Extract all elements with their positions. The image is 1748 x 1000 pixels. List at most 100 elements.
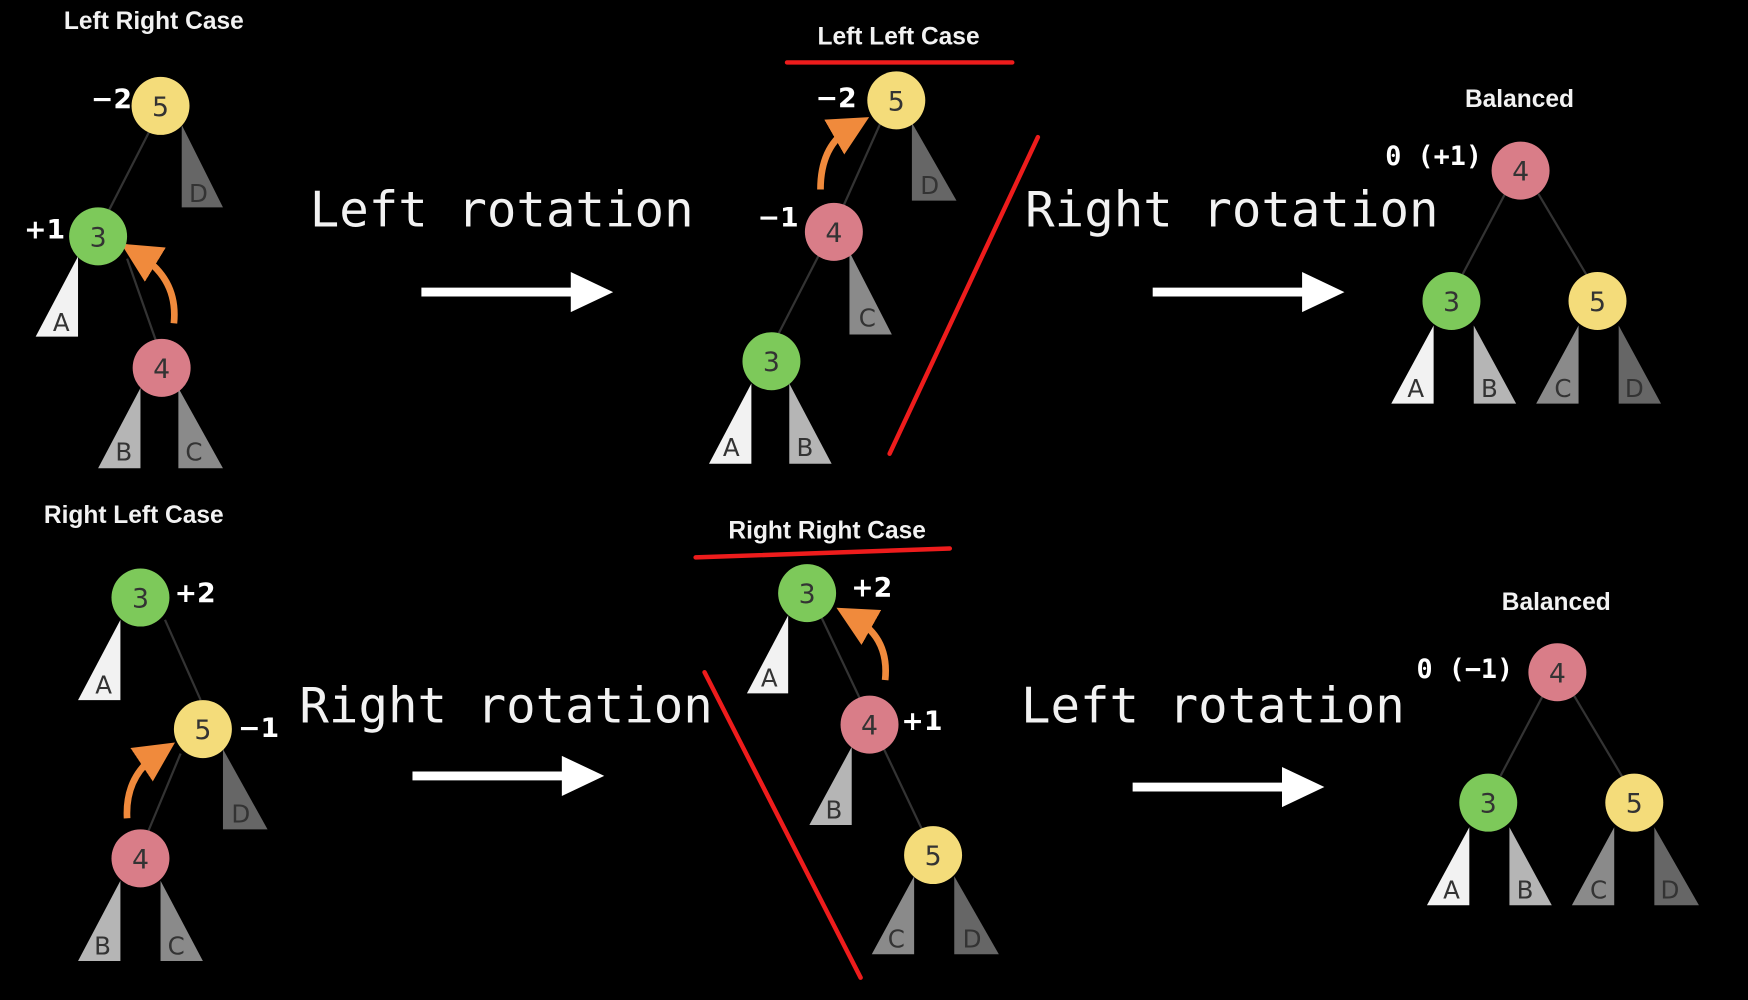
node-4: [1528, 643, 1587, 702]
node-3-label: 3: [132, 584, 149, 615]
node-3-label: 3: [763, 347, 780, 378]
right-left-case-tree: Right Left Case A D B C 3 +2 5 −1 4: [44, 502, 279, 961]
subtree-B: [1509, 827, 1552, 906]
subtree-C: [849, 251, 892, 335]
node-4-balance: −1: [758, 202, 799, 233]
subtree-B: [809, 746, 852, 825]
node-4-label: 4: [825, 218, 842, 249]
node-5-label: 5: [1589, 287, 1606, 318]
node-3: [742, 332, 801, 391]
subtree-D-label: D: [231, 800, 250, 829]
node-5-label: 5: [925, 841, 942, 872]
red-annotation-slash: [702, 670, 863, 980]
node-4-label: 4: [1549, 658, 1566, 689]
node-5: [173, 700, 232, 759]
subtree-D-label: D: [963, 925, 982, 954]
left-rotation-label: Left rotation: [1021, 676, 1405, 734]
node-4: [804, 202, 863, 261]
node-5-label: 5: [152, 92, 169, 123]
node-5-balance: −2: [91, 84, 132, 115]
subtree-D: [1618, 325, 1662, 404]
rotation-arrow-icon: [123, 742, 175, 819]
node-5: [131, 76, 190, 135]
node-3-label: 3: [799, 579, 816, 610]
root-balance: 0 (−1): [1417, 654, 1514, 685]
right-arrow-icon: [421, 272, 614, 313]
subtree-B-label: B: [1517, 876, 1534, 905]
node-4-label: 4: [153, 354, 170, 385]
node-5: [904, 826, 963, 885]
node-3: [111, 568, 170, 627]
subtree-C-label: C: [168, 931, 185, 960]
root-balance: 0 (+1): [1385, 141, 1482, 172]
node-5-balance: −1: [238, 713, 279, 744]
top-op2: Right rotation: [1025, 180, 1439, 313]
subtree-D-label: D: [1625, 374, 1644, 403]
title-underline: [693, 546, 953, 560]
subtree-D-label: D: [189, 179, 208, 208]
subtree-C-label: C: [859, 304, 876, 333]
edge: [1499, 695, 1544, 777]
subtree-A: [78, 619, 121, 701]
edge: [881, 746, 925, 833]
subtree-A-label: A: [723, 433, 740, 462]
node-3-label: 3: [90, 222, 107, 253]
node-3: [1459, 773, 1518, 832]
right-left-case-title: Right Left Case: [44, 502, 224, 529]
node-4-balance: +1: [901, 706, 942, 737]
subtree-B-label: B: [94, 931, 111, 960]
right-arrow-icon: [412, 755, 605, 796]
node-5-label: 5: [194, 715, 211, 746]
subtree-D-label: D: [1661, 876, 1680, 905]
subtree-C: [160, 880, 203, 961]
subtree-D: [181, 124, 223, 208]
node-4-label: 4: [861, 711, 878, 742]
edge: [1537, 193, 1589, 278]
edge: [163, 619, 202, 701]
edge: [1461, 193, 1506, 275]
subtree-B-label: B: [825, 795, 842, 824]
left-rotation-label: Left rotation: [310, 180, 694, 238]
right-right-case-title: Right Right Case: [728, 517, 926, 544]
left-left-case-title: Left Left Case: [817, 24, 979, 51]
subtree-C: [1571, 827, 1615, 906]
node-4: [111, 829, 170, 888]
node-5: [1605, 773, 1664, 832]
subtree-A: [1391, 325, 1434, 404]
node-3-balance: +2: [175, 578, 216, 609]
balanced-title: Balanced: [1502, 589, 1611, 616]
subtree-C: [1536, 325, 1579, 404]
edge: [819, 614, 862, 701]
subtree-B-label: B: [796, 433, 813, 462]
node-5: [867, 71, 926, 130]
node-3: [69, 207, 128, 266]
subtree-C-label: C: [888, 925, 905, 954]
node-3-label: 3: [1480, 789, 1497, 820]
subtree-A: [1426, 827, 1470, 906]
bottom-op1: Right rotation: [299, 676, 713, 796]
node-5-label: 5: [888, 86, 905, 117]
subtree-A-label: A: [1407, 374, 1424, 403]
rotation-arrow-icon: [817, 117, 870, 190]
node-4: [840, 695, 899, 754]
subtree-B-label: B: [1481, 374, 1498, 403]
right-right-case-tree: Right Right Case A B C D 3 +2 4 +1 5: [693, 517, 999, 980]
subtree-B-label: B: [115, 437, 132, 466]
bottom-op2: Left rotation: [1021, 676, 1405, 808]
edge: [1573, 695, 1625, 779]
node-3-balance: +1: [24, 215, 65, 246]
node-4: [1491, 141, 1550, 200]
node-5-balance: −2: [816, 83, 857, 114]
right-rotation-label: Right rotation: [299, 676, 712, 734]
right-arrow-icon: [1152, 272, 1345, 313]
node-4-label: 4: [1512, 157, 1529, 188]
edge: [841, 122, 882, 208]
node-4: [132, 338, 191, 397]
edge: [146, 753, 182, 835]
subtree-A-label: A: [95, 670, 112, 699]
rotation-arrow-icon: [121, 243, 178, 324]
subtree-C-label: C: [185, 437, 202, 466]
node-5-label: 5: [1626, 789, 1643, 820]
